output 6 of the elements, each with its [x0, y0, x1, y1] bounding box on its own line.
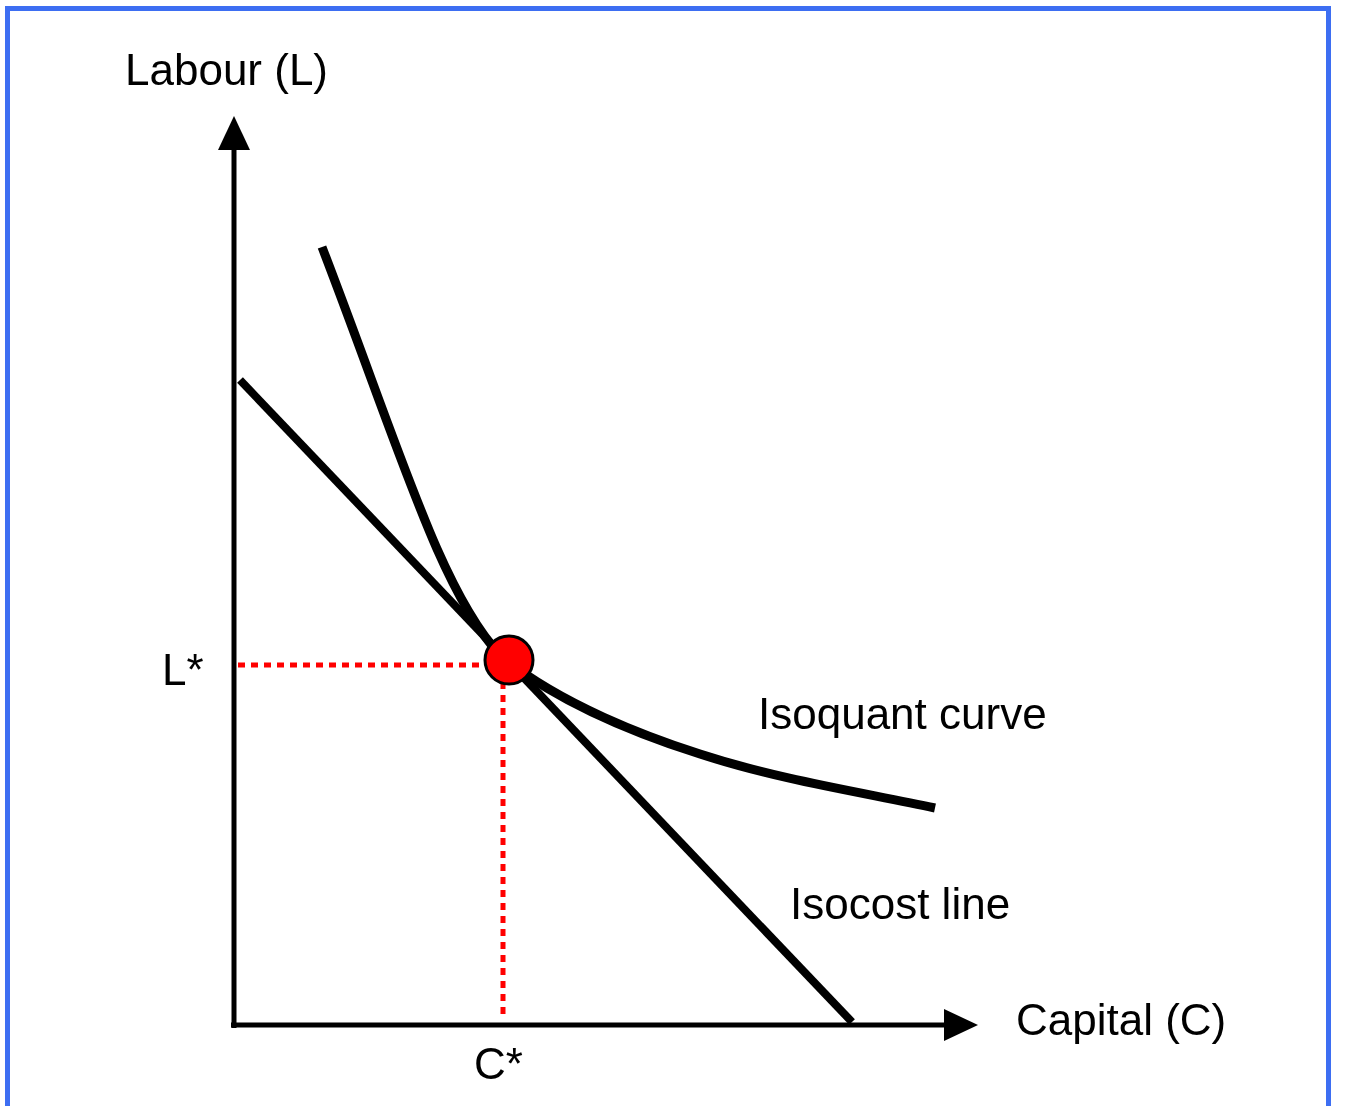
curve-label: Isoquant curve [758, 692, 1047, 736]
curve-label: Isocost line [790, 882, 1011, 926]
axis-value-label: L* [162, 648, 204, 692]
axis-label: Labour (L) [125, 48, 328, 92]
axis-value-label: C* [474, 1042, 523, 1086]
axis-label: Capital (C) [1016, 998, 1227, 1042]
